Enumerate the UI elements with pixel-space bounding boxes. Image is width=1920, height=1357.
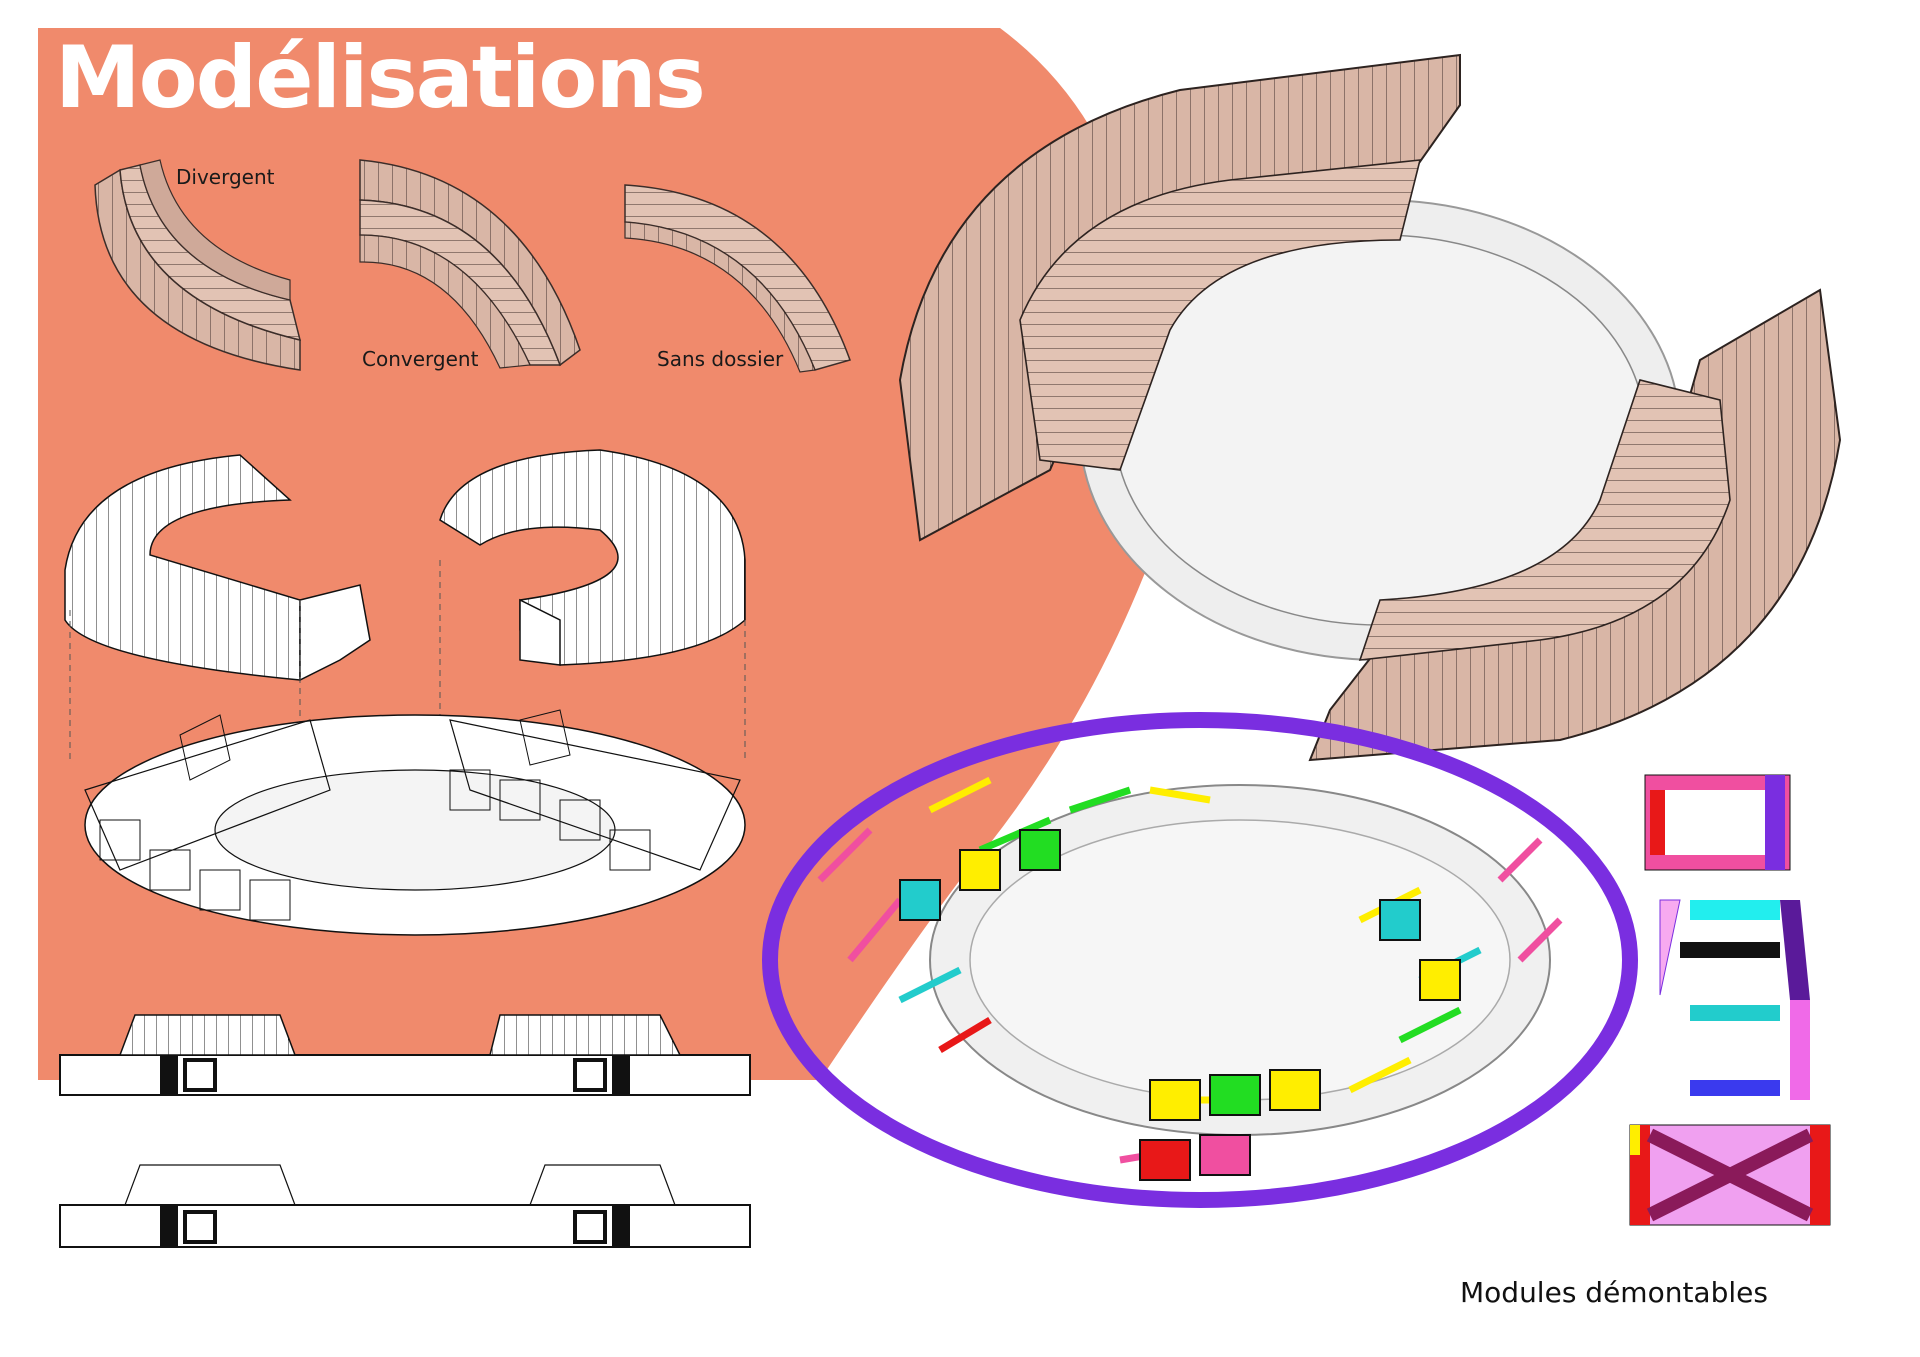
- section-elevation-frame: [59, 1164, 751, 1248]
- section-elevation-clad: [59, 1014, 751, 1096]
- label-convergent: Convergent: [362, 347, 479, 371]
- module-convergent: [359, 159, 581, 369]
- large-ring-render: [898, 53, 1842, 762]
- module-parts-legend: [1629, 774, 1831, 1226]
- colored-modules-ring: [762, 712, 1638, 1208]
- module-sans-dossier: [624, 184, 851, 373]
- page-title: Modélisations: [55, 28, 706, 128]
- exploded-assembly: [64, 449, 746, 760]
- modules-caption: Modules démontables: [1460, 1276, 1768, 1309]
- label-divergent: Divergent: [176, 165, 275, 189]
- module-divergent: [94, 159, 302, 371]
- frame-structure: [84, 709, 746, 936]
- label-sans-dossier: Sans dossier: [657, 347, 784, 371]
